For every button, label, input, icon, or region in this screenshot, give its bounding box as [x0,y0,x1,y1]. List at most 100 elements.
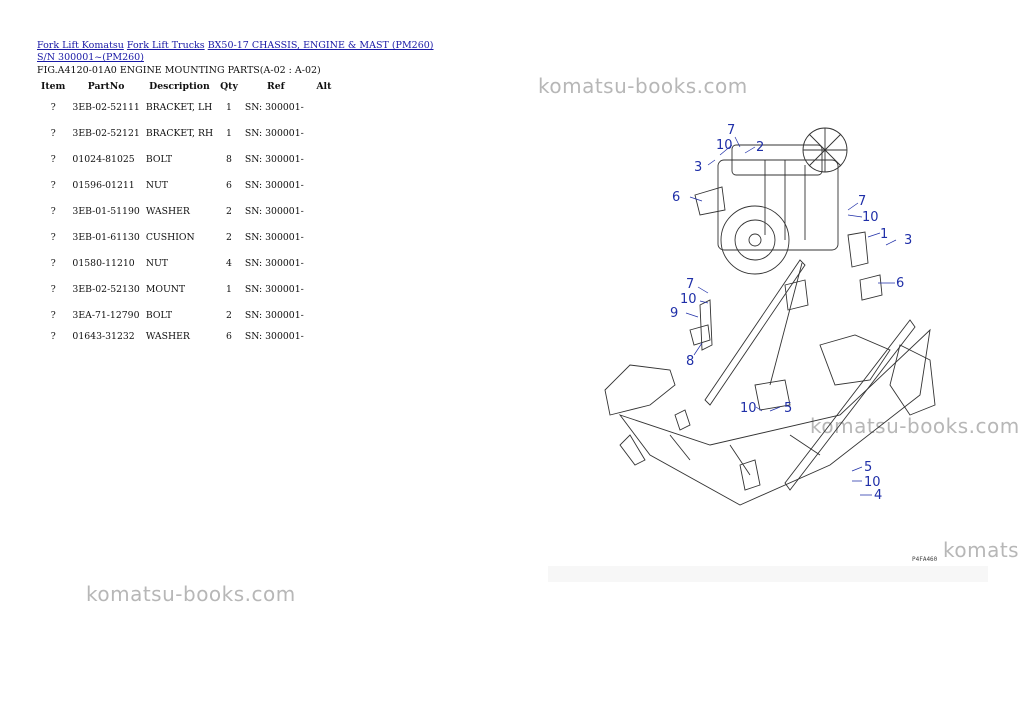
cell-description: MOUNT [145,283,186,295]
cell-description: BOLT [145,153,173,165]
cell-description: NUT [145,179,168,191]
breadcrumb-link-model[interactable]: BX50-17 CHASSIS, ENGINE & MAST (PM260) S… [37,40,434,63]
cell-item: ? [50,283,56,295]
table-row: ? 3EB-01-51190 WASHER 2 SN: 300001- [37,198,338,224]
engine-mounting-diagram: 7 10 2 3 6 7 10 1 3 6 7 10 9 8 10 5 5 10… [604,123,936,506]
cell-partno: 3EB-02-52111 [72,101,140,113]
cell-qty: 2 [226,231,232,243]
callout-label: 7 [727,123,735,138]
callout-label: 3 [904,233,912,248]
cell-ref: SN: 300001- [244,153,304,165]
callout-label: 7 [686,277,694,292]
col-header-description: Description [149,80,210,92]
cell-qty: 8 [226,153,232,165]
cell-ref: SN: 300001- [244,127,304,139]
cell-description: BRACKET, LH [145,101,213,113]
cell-ref: SN: 300001- [244,179,304,191]
cell-partno: 3EB-02-52121 [72,127,140,139]
callout-label: 1 [880,227,888,242]
callout-labels: 7 10 2 3 6 7 10 1 3 6 7 10 9 8 10 5 5 10… [670,123,912,503]
cell-qty: 1 [226,127,232,139]
callout-label: 10 [680,292,697,307]
callout-label: 10 [716,138,733,153]
cell-qty: 2 [226,205,232,217]
cell-item: ? [50,127,56,139]
parts-table: Item PartNo Description Qty Ref Alt ? 3EB… [37,78,338,344]
cell-alt [310,328,338,344]
cell-item: ? [50,153,56,165]
cell-qty: 6 [226,330,232,342]
figure-title: FIG.A4120-01A0 ENGINE MOUNTING PARTS(A-0… [37,65,321,76]
callout-label: 8 [686,354,694,369]
cell-partno: 3EB-01-51190 [72,205,140,217]
callout-label: 10 [864,475,881,490]
cell-item: ? [50,101,56,113]
cell-description: NUT [145,257,168,269]
cell-qty: 1 [226,101,232,113]
cell-ref: SN: 300001- [244,309,304,321]
cell-qty: 4 [226,257,232,269]
cell-partno: 01596-01211 [72,179,135,191]
cell-description: CUSHION [145,231,195,243]
cell-description: BRACKET, RH [145,127,214,139]
breadcrumb-link-fork-lift-komatsu[interactable]: Fork Lift Komatsu [37,40,124,51]
callout-label: 3 [694,160,702,175]
table-row: ? 3EB-02-52111 BRACKET, LH 1 SN: 300001- [37,94,338,120]
cell-alt [310,224,338,250]
table-row: ? 3EB-02-52121 BRACKET, RH 1 SN: 300001- [37,120,338,146]
cell-alt [310,250,338,276]
cell-alt [310,120,338,146]
cell-description: WASHER [145,205,190,217]
cell-alt [310,94,338,120]
cell-partno: 01580-11210 [72,257,135,269]
table-header-row: Item PartNo Description Qty Ref Alt [37,78,338,94]
cell-alt [310,146,338,172]
table-row: ? 3EB-02-52130 MOUNT 1 SN: 300001- [37,276,338,302]
col-header-partno: PartNo [87,80,125,92]
callout-label: 6 [672,190,680,205]
cell-qty: 1 [226,283,232,295]
cell-ref: SN: 300001- [244,231,304,243]
callout-label: 7 [858,194,866,209]
cell-item: ? [50,205,56,217]
diagram-footer-strip [548,566,988,582]
cell-ref: SN: 300001- [244,330,304,342]
cell-ref: SN: 300001- [244,101,304,113]
diagram-code: P4FA460 [912,556,938,563]
breadcrumb-link-fork-lift-trucks[interactable]: Fork Lift Trucks [126,40,205,51]
watermark: komats [943,538,1020,562]
callout-label: 2 [756,140,764,155]
cell-alt [310,302,338,328]
cell-partno: 01643-31232 [72,330,135,342]
table-row: ? 01643-31232 WASHER 6 SN: 300001- [37,328,338,344]
cell-partno: 3EB-02-52130 [72,283,140,295]
cell-ref: SN: 300001- [244,205,304,217]
leader-lines [685,136,897,496]
cell-alt [310,198,338,224]
watermark: komatsu-books.com [538,74,748,98]
cell-item: ? [50,179,56,191]
cell-description: BOLT [145,309,173,321]
callout-label: 4 [874,488,882,503]
col-header-alt: Alt [316,80,332,92]
callout-label: 6 [896,276,904,291]
cell-qty: 2 [226,309,232,321]
cell-item: ? [50,330,56,342]
col-header-qty: Qty [220,80,238,92]
cell-item: ? [50,309,56,321]
col-header-ref: Ref [267,80,285,92]
callout-label: 5 [864,460,872,475]
callout-label: 10 [740,401,757,416]
callout-label: 9 [670,306,678,321]
cell-ref: SN: 300001- [244,283,304,295]
cell-description: WASHER [145,330,190,342]
cell-alt [310,172,338,198]
cell-item: ? [50,231,56,243]
callout-label: 10 [862,210,879,225]
cell-alt [310,276,338,302]
